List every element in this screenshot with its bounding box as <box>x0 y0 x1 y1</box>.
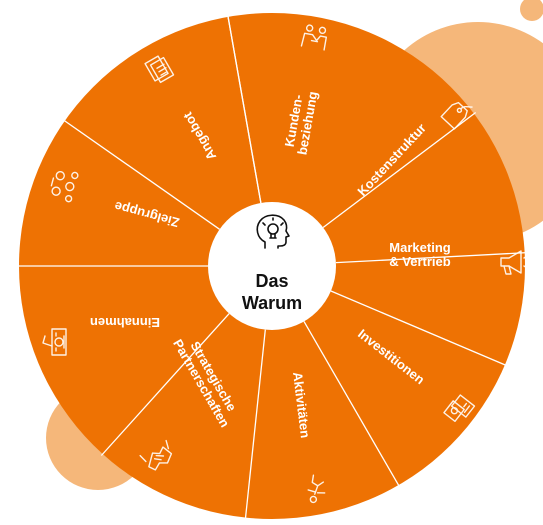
segment-divider <box>244 329 266 520</box>
segment-label-marketing: Marketing& Vertrieb <box>389 240 450 269</box>
segment-divider <box>322 112 477 229</box>
segment-divider <box>100 313 230 456</box>
running-person-icon <box>307 474 326 504</box>
handshake-icon <box>139 439 173 471</box>
segment-marketing[interactable]: Marketing& Vertrieb <box>389 240 528 275</box>
money-documents-icon <box>443 394 476 423</box>
segment-divider <box>303 321 401 488</box>
decorative-dot-top <box>520 0 543 21</box>
center-circle <box>208 202 336 330</box>
segment-divider <box>335 252 527 264</box>
segment-einnahmen[interactable]: Einnahmen <box>42 315 160 356</box>
megaphone-icon <box>500 250 528 275</box>
segment-label-line: & Vertrieb <box>389 254 450 269</box>
price-tag-icon <box>440 101 473 130</box>
segment-divider <box>62 119 220 230</box>
document-stack-icon <box>144 55 175 84</box>
segment-label-einnahmen: Einnahmen <box>90 315 160 330</box>
center-title-line1: Das <box>255 271 288 291</box>
segment-divider <box>330 290 507 367</box>
segment-divider <box>227 14 262 204</box>
segment-dividers <box>17 14 527 520</box>
lightbulb-head-icon <box>256 214 290 249</box>
segment-label-line: Einnahmen <box>90 315 160 330</box>
center-title-line2: Warum <box>242 293 302 313</box>
segment-label-line: Marketing <box>389 240 450 255</box>
center-hub: Das Warum <box>208 202 336 330</box>
group-icon <box>50 171 79 203</box>
cash-register-icon <box>42 328 67 356</box>
people-handshake-icon <box>300 24 328 51</box>
